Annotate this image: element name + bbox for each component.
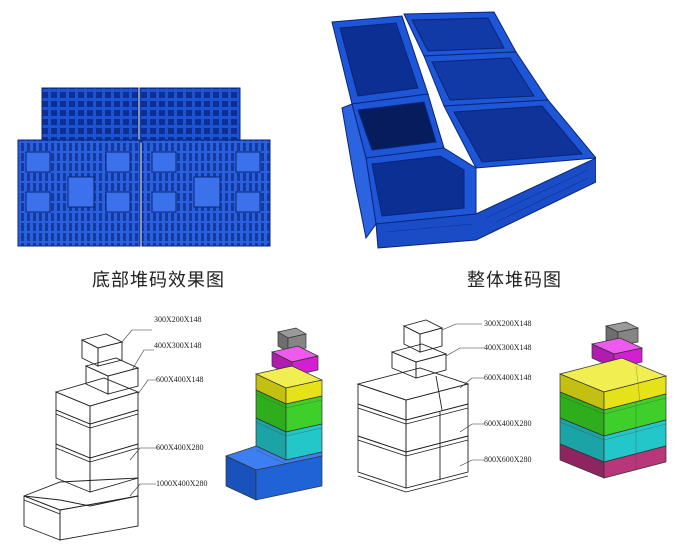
photo-bottom-stacking [14, 82, 276, 250]
label-600x400x280-right: 600X400X280 [484, 419, 532, 428]
label-600x400x148: 600X400X148 [156, 375, 204, 384]
caption-overall-stacking: 整体堆码图 [467, 270, 562, 291]
label-800x600x280-right: 800X600X280 [484, 455, 532, 464]
diagram-bottom-stacking-colored [222, 322, 332, 506]
label-300x200x148: 300X200X148 [154, 315, 202, 324]
label-600x400x148-right: 600X400X148 [484, 373, 532, 382]
diagram-overall-stacking-lines: 300X200X148 400X300X148 600X400X148 600X… [350, 308, 550, 504]
label-600x400x280: 600X400X280 [156, 443, 204, 452]
diagram-overall-stacking-colored [556, 318, 680, 486]
label-400x300x148-right: 400X300X148 [484, 343, 532, 352]
caption-bottom-stacking: 底部堆码效果图 [92, 270, 225, 291]
label-300x200x148-right: 300X200X148 [484, 319, 532, 328]
label-1000x400x280: 1000X400X280 [156, 479, 208, 488]
diagram-bottom-stacking-lines: 300X200X148 400X300X148 600X400X148 600X… [0, 300, 230, 548]
photo-overall-stacking [326, 8, 596, 254]
label-400x300x148: 400X300X148 [154, 341, 202, 350]
